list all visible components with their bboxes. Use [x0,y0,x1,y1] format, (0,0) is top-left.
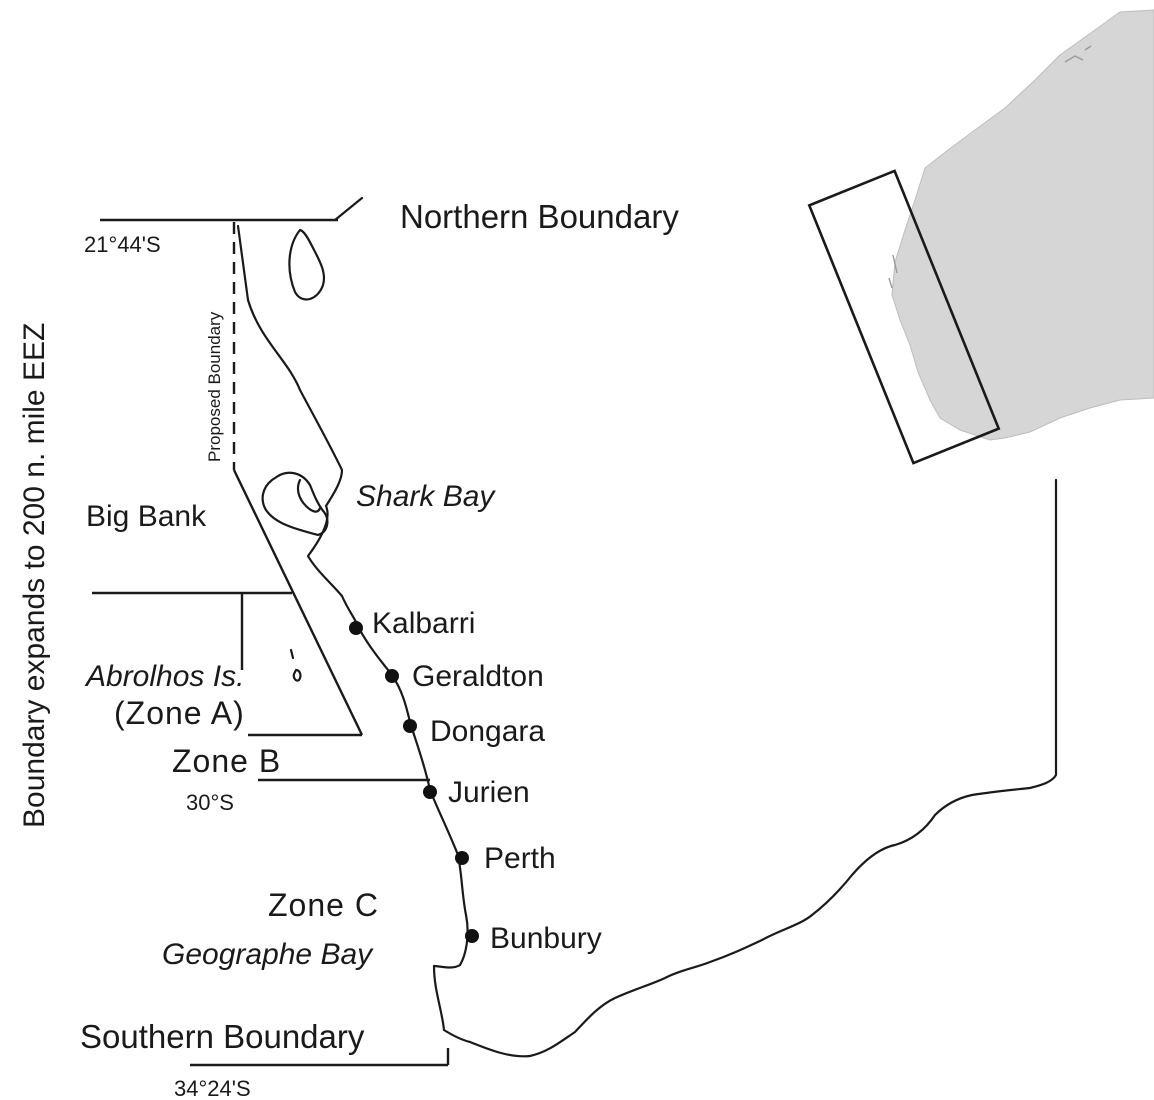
geographe-bay-label: Geographe Bay [162,938,374,971]
town-label-kalbarri: Kalbarri [372,607,475,640]
town-dot-dongara [403,719,417,733]
inset-map [807,9,1154,465]
big-bank-label: Big Bank [86,500,207,533]
inset-land [891,9,1154,441]
coastline [236,196,1058,1058]
inset-islands [888,45,1092,289]
town-dot-perth [455,851,469,865]
northern-boundary-label: Northern Boundary [400,198,679,235]
town-label-bunbury: Bunbury [490,922,602,955]
town-dot-jurien [423,785,437,799]
lat-north-label: 21°44'S [84,232,161,257]
abrolhos-islands [289,648,302,682]
inset-extent-box [807,169,1001,465]
town-label-jurien: Jurien [448,776,530,809]
town-dot-bunbury [465,929,479,943]
southern-boundary-label: Southern Boundary [80,1018,365,1055]
big-bank-diagonal [232,469,364,736]
town-label-perth: Perth [484,842,556,875]
zone-c-label: Zone C [268,887,379,923]
town-markers [349,621,479,943]
town-label-dongara: Dongara [430,715,545,748]
lat-mid-label: 30°S [186,790,234,815]
town-dot-geraldton [385,669,399,683]
shark-bay-peninsula [261,471,329,537]
zone-b-label: Zone B [172,743,281,779]
town-dot-kalbarri [349,621,363,635]
town-label-geraldton: Geraldton [412,660,544,693]
proposed-boundary-label: Proposed Boundary [205,311,224,462]
zone-a-label: (Zone A) [114,695,245,731]
eez-note-label: Boundary expands to 200 n. mile EEZ [18,323,51,828]
shark-bay-label: Shark Bay [356,480,496,513]
lat-south-label: 34°24'S [174,1076,251,1100]
abrolhos-label: Abrolhos Is. [84,660,244,693]
